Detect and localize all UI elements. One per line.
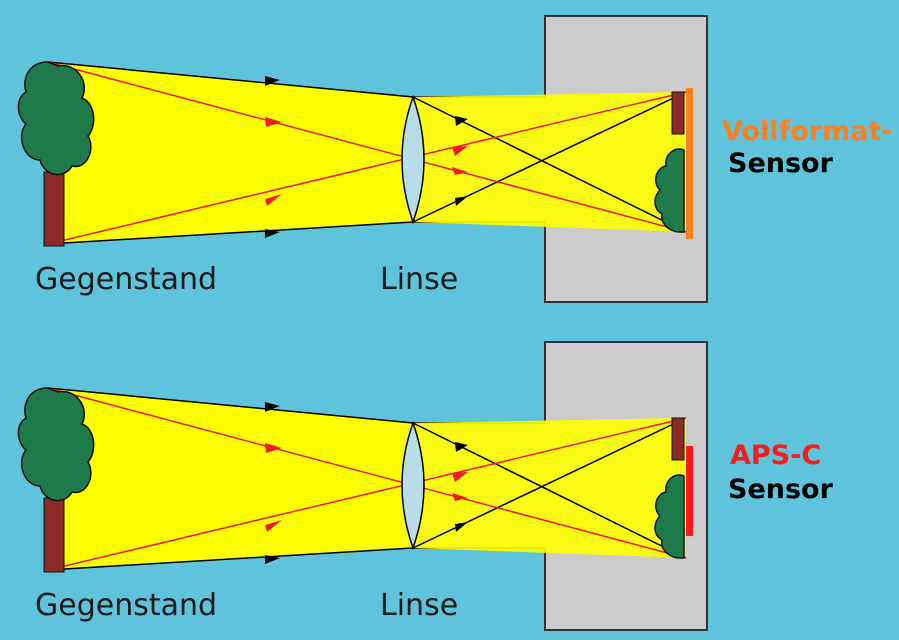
- ray-arrows: [265, 402, 468, 564]
- lens-label: Linse: [380, 262, 459, 297]
- ray-arrows: [265, 76, 468, 238]
- light-cone: [48, 388, 413, 570]
- object-label: Gegenstand: [35, 262, 218, 297]
- ray-edge-top: [47, 387, 414, 424]
- light-cone-inside: [413, 418, 686, 558]
- ray-red-1: [47, 61, 687, 233]
- ray-red-1: [47, 387, 687, 559]
- sensor-title-full-frame: Vollformat-: [722, 116, 893, 147]
- lens-label: Linse: [380, 588, 459, 623]
- lens-shape: [401, 420, 425, 551]
- ray-edge-bottom: [47, 547, 414, 571]
- sensor-word-aps-c: Sensor: [728, 474, 833, 505]
- object-tree: [17, 387, 95, 573]
- sensor-title-aps-c: APS-C: [730, 440, 822, 471]
- sensor-bar-full-frame: [686, 88, 693, 239]
- image-tree: [654, 91, 685, 233]
- ray-edge-top: [47, 61, 414, 98]
- ray-red-2: [47, 91, 687, 245]
- light-cone: [48, 62, 413, 244]
- sensor-word-full-frame: Sensor: [728, 148, 833, 179]
- lens-shape: [401, 94, 425, 225]
- ray-red-2: [47, 417, 687, 571]
- object-tree: [17, 61, 95, 247]
- ray-edge-bottom: [47, 221, 414, 245]
- sensor-bar-aps-c: [686, 446, 693, 536]
- object-label: Gegenstand: [35, 588, 218, 623]
- image-tree: [654, 417, 685, 559]
- light-cone-inside: [413, 92, 686, 232]
